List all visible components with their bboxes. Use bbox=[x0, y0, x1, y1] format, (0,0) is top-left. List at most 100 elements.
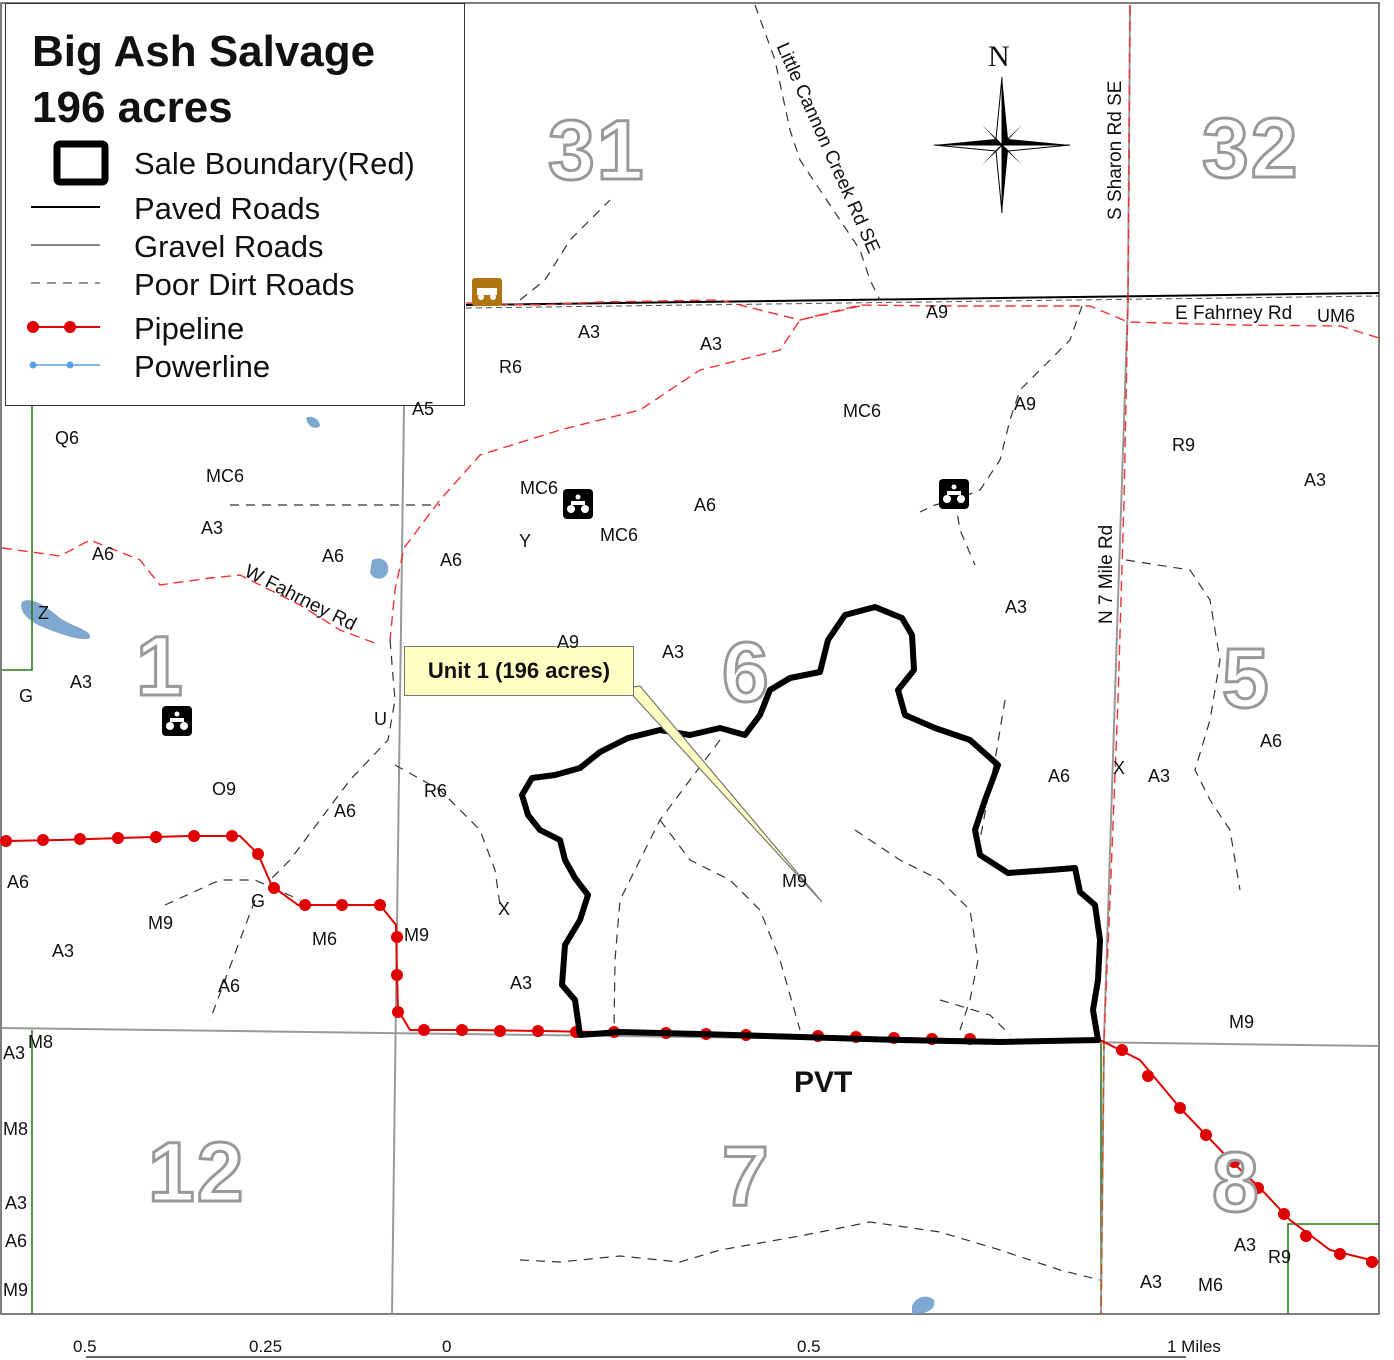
stand-code: A3 bbox=[3, 1043, 26, 1063]
water-body bbox=[21, 600, 91, 640]
section-number: 6 bbox=[721, 625, 771, 719]
section-number: 1 bbox=[135, 619, 185, 713]
dirt-road bbox=[519, 1221, 1101, 1281]
unit-callout[interactable]: Unit 1 (196 acres) bbox=[404, 646, 634, 696]
pipeline-vertex bbox=[392, 1006, 404, 1018]
water-body bbox=[306, 416, 320, 428]
dirt-road bbox=[394, 764, 501, 906]
scale-label: 0.5 bbox=[797, 1337, 821, 1356]
atv-icon bbox=[939, 479, 969, 509]
gravel-road bbox=[391, 405, 405, 1315]
atv-icon bbox=[162, 706, 192, 736]
pipeline-vertex bbox=[391, 931, 403, 943]
stand-code: R6 bbox=[499, 357, 523, 377]
red-dashed-line bbox=[465, 299, 1380, 339]
water-body bbox=[370, 558, 389, 579]
compass-rose bbox=[933, 76, 1071, 214]
pipeline-vertex bbox=[299, 899, 311, 911]
dirt-road bbox=[854, 829, 979, 1031]
stand-code: A3 bbox=[52, 941, 75, 961]
road-label-s-sharon: S Sharon Rd SE bbox=[1105, 80, 1126, 220]
stand-code: A3 bbox=[201, 518, 224, 538]
legend-pipeline-dot bbox=[64, 321, 76, 333]
red-dashed-line bbox=[1100, 1039, 1105, 1315]
stand-code: M9 bbox=[1229, 1012, 1255, 1032]
compass-point bbox=[982, 125, 1002, 145]
dirt-road bbox=[939, 999, 1011, 1036]
stand-code: A3 bbox=[1140, 1272, 1163, 1292]
pipeline-vertex bbox=[37, 834, 49, 846]
scale-label: 0 bbox=[442, 1337, 452, 1356]
stand-code: M8 bbox=[3, 1119, 29, 1139]
stand-code: A3 bbox=[662, 642, 685, 662]
stand-code: A6 bbox=[694, 495, 717, 515]
pipeline-vertex bbox=[252, 848, 264, 860]
stand-code: R9 bbox=[1172, 435, 1196, 455]
legend-item-label: Poor Dirt Roads bbox=[134, 267, 355, 302]
stand-code: A3 bbox=[1234, 1235, 1257, 1255]
legend-symbols bbox=[27, 140, 109, 369]
stand-code: Q6 bbox=[55, 428, 80, 448]
stand-code: A3 bbox=[1304, 470, 1327, 490]
section-number: 31 bbox=[546, 103, 646, 197]
stand-code: G bbox=[251, 891, 266, 911]
stand-code: A3 bbox=[1148, 766, 1171, 786]
stand-code: A6 bbox=[334, 801, 357, 821]
red-dashed-lines bbox=[1, 4, 1380, 1315]
stand-code: U bbox=[374, 709, 387, 729]
stand-code: A6 bbox=[218, 976, 241, 996]
legend-subtitle: 196 acres bbox=[32, 83, 233, 132]
stand-code: M9 bbox=[148, 913, 174, 933]
pipeline-vertex bbox=[74, 833, 86, 845]
legend-item-label: Gravel Roads bbox=[134, 229, 324, 264]
stand-code: MC6 bbox=[600, 525, 639, 545]
pipeline-vertex bbox=[336, 899, 348, 911]
stand-code: A3 bbox=[700, 334, 723, 354]
legend-item-label: Powerline bbox=[134, 349, 271, 384]
stand-code: MC6 bbox=[843, 401, 882, 421]
ownership-label: PVT bbox=[794, 1066, 853, 1099]
scale-label: 1 Miles bbox=[1167, 1337, 1221, 1356]
water-body bbox=[912, 1296, 935, 1314]
stand-code: A9 bbox=[557, 632, 580, 652]
stand-code: A3 bbox=[510, 973, 533, 993]
stand-code: M6 bbox=[312, 929, 338, 949]
paved-roads bbox=[465, 292, 1380, 309]
stand-code: M9 bbox=[404, 925, 430, 945]
atv-icon bbox=[563, 489, 593, 519]
stand-code: A6 bbox=[5, 1231, 28, 1251]
stand-code: A5 bbox=[412, 399, 435, 419]
pipeline-vertex bbox=[150, 831, 162, 843]
pipeline-vertex bbox=[391, 969, 403, 981]
stand-code: A3 bbox=[5, 1193, 28, 1213]
compass-point bbox=[1002, 125, 1022, 145]
compass-point bbox=[995, 76, 1003, 147]
legend-item-label: Pipeline bbox=[134, 311, 245, 346]
stand-code: Y bbox=[519, 531, 532, 551]
legend-boundary-symbol bbox=[53, 140, 109, 186]
paved-road bbox=[465, 292, 1380, 306]
scale-label: 0.25 bbox=[249, 1337, 283, 1356]
stand-code: M9 bbox=[782, 871, 808, 891]
section-number: 32 bbox=[1200, 101, 1300, 195]
pipeline-vertex bbox=[1278, 1208, 1290, 1220]
stand-code: M6 bbox=[1198, 1275, 1224, 1295]
pipeline-vertex bbox=[1334, 1248, 1346, 1260]
stand-code: O9 bbox=[212, 779, 237, 799]
pipeline-vertex bbox=[456, 1024, 468, 1036]
section-number: 12 bbox=[146, 1125, 246, 1219]
stand-code: A6 bbox=[7, 872, 30, 892]
stand-code: UM6 bbox=[1317, 306, 1356, 326]
gravel-road bbox=[1, 1027, 1380, 1047]
pipeline-vertex bbox=[226, 830, 238, 842]
section-number: 7 bbox=[721, 1129, 771, 1223]
stand-code: Z bbox=[38, 603, 49, 623]
pipeline-vertex bbox=[1174, 1102, 1186, 1114]
water-bodies bbox=[21, 416, 935, 1314]
stand-code: A6 bbox=[1260, 731, 1283, 751]
dirt-road bbox=[613, 739, 721, 1031]
pipeline-vertex bbox=[1366, 1256, 1378, 1268]
section-line bbox=[2, 406, 33, 671]
road-label-e-fahrney: E Fahrney Rd bbox=[1175, 303, 1293, 324]
